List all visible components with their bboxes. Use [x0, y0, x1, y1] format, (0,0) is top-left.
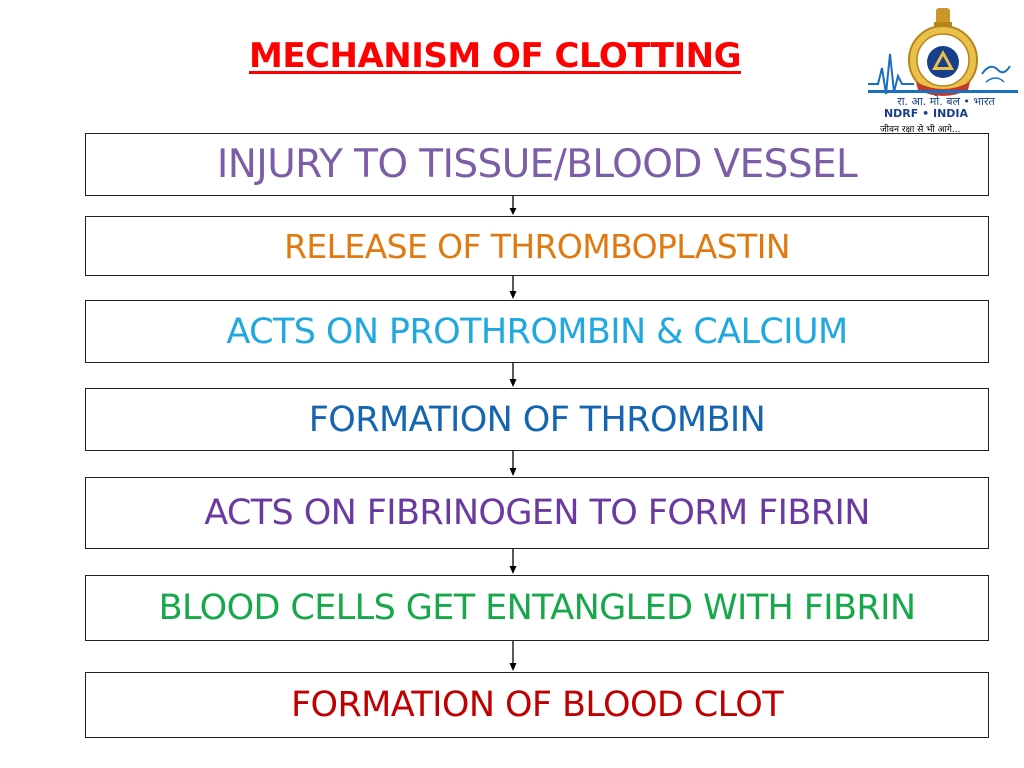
- step-label-7: FORMATION OF BLOOD CLOT: [290, 685, 784, 725]
- step-box-1: INJURY TO TISSUE/BLOOD VESSEL: [85, 133, 989, 196]
- arrow-down-icon: [509, 451, 517, 476]
- step-box-2: RELEASE OF THROMBOPLASTIN: [85, 216, 989, 276]
- step-label-6: BLOOD CELLS GET ENTANGLED WITH FIBRIN: [158, 588, 916, 628]
- logo-motto: जीवन रक्षा से भी आगे...: [880, 125, 961, 135]
- arrow-down-icon: [509, 196, 517, 215]
- step-label-3: ACTS ON PROTHROMBIN & CALCIUM: [226, 311, 848, 352]
- page-title: MECHANISM OF CLOTTING: [249, 36, 742, 76]
- step-label-5: ACTS ON FIBRINOGEN TO FORM FIBRIN: [204, 493, 870, 533]
- step-label-1: INJURY TO TISSUE/BLOOD VESSEL: [216, 142, 858, 187]
- arrow-down-icon: [509, 549, 517, 574]
- ndrf-emblem-icon: [868, 8, 1018, 96]
- logo-hindi-text: रा. आ. मो. बल • भारत: [897, 95, 995, 108]
- step-label-2: RELEASE OF THROMBOPLASTIN: [284, 226, 790, 266]
- arrow-down-icon: [509, 363, 517, 387]
- arrow-down-icon: [509, 276, 517, 299]
- arrow-down-icon: [509, 641, 517, 671]
- step-box-7: FORMATION OF BLOOD CLOT: [85, 672, 989, 738]
- step-box-4: FORMATION OF THROMBIN: [85, 388, 989, 451]
- logo-english-text: NDRF • INDIA: [883, 107, 969, 120]
- step-label-4: FORMATION OF THROMBIN: [308, 399, 766, 440]
- step-box-6: BLOOD CELLS GET ENTANGLED WITH FIBRIN: [85, 575, 989, 641]
- step-box-3: ACTS ON PROTHROMBIN & CALCIUM: [85, 300, 989, 363]
- step-box-5: ACTS ON FIBRINOGEN TO FORM FIBRIN: [85, 477, 989, 549]
